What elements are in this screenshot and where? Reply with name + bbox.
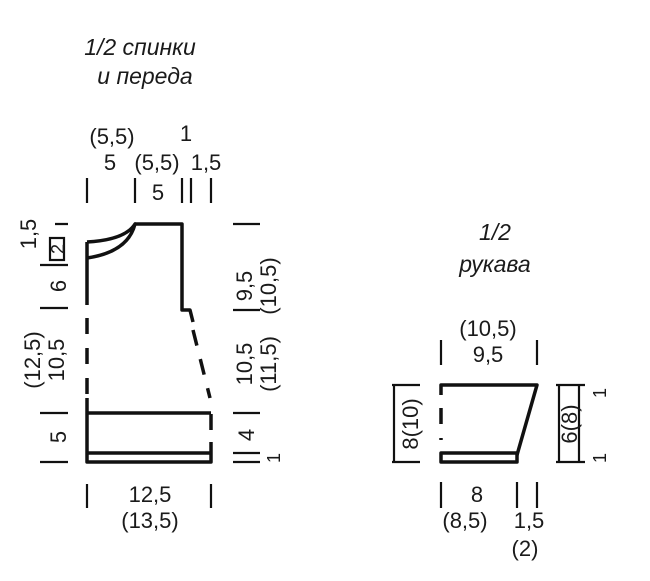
upper-height-label: 6: [46, 280, 71, 292]
shoulder-slope-label: 1,5: [16, 219, 41, 250]
sleeve-bottom-alt-label: (8,5): [442, 508, 487, 533]
sleeve-left-height-label: 8(10): [398, 398, 423, 449]
body-title-line2: и переда: [97, 63, 192, 89]
sleeve-right-height-label: 6(8): [557, 404, 582, 443]
hem-band-label: 1: [264, 453, 284, 463]
sleeve-bottom-step-label: 1: [590, 453, 610, 463]
sleeve-title-line1: 1/2: [479, 219, 511, 245]
sleeve-slant-alt-label: (2): [512, 536, 539, 561]
sleeve-bottom-label: 8: [471, 482, 483, 507]
sleeve-outline: [439, 383, 539, 464]
middle-height-alt-label: (12,5): [20, 331, 45, 388]
shoulder-label: 5: [152, 180, 164, 205]
sleeve-top-label: 9,5: [473, 342, 504, 367]
neck-depth-label: 2: [48, 244, 68, 254]
middle-height-label: 10,5: [44, 339, 69, 382]
body-title-line1: 1/2 спинки: [84, 34, 196, 60]
armhole-step-label: 1,5: [191, 150, 222, 175]
neck-label: 5: [104, 150, 116, 175]
hem-height-label: 5: [46, 431, 71, 443]
body-outline: [85, 222, 213, 464]
side-height-label: 10,5: [232, 343, 257, 386]
body-width-label: 12,5: [129, 482, 172, 507]
shoulder-alt-label: (5,5): [134, 150, 179, 175]
body-ticks: [40, 178, 260, 508]
band-height-label: 4: [234, 429, 259, 441]
body-width-alt-label: (13,5): [121, 508, 178, 533]
armhole-height-label: 9,5: [232, 271, 257, 302]
sleeve-title-line2: рукава: [458, 251, 530, 277]
sleeve-top-alt-label: (10,5): [459, 316, 516, 341]
sleeve-slant-label: 1,5: [514, 508, 545, 533]
armhole-height-alt-label: (10,5): [256, 257, 281, 314]
sleeve-top-step-label: 1: [590, 388, 610, 398]
sleeve-ticks: [392, 340, 585, 508]
side-height-alt-label: (11,5): [256, 336, 281, 392]
neck-alt-label: (5,5): [89, 124, 134, 149]
shoulder-step-label: 1: [180, 121, 192, 146]
